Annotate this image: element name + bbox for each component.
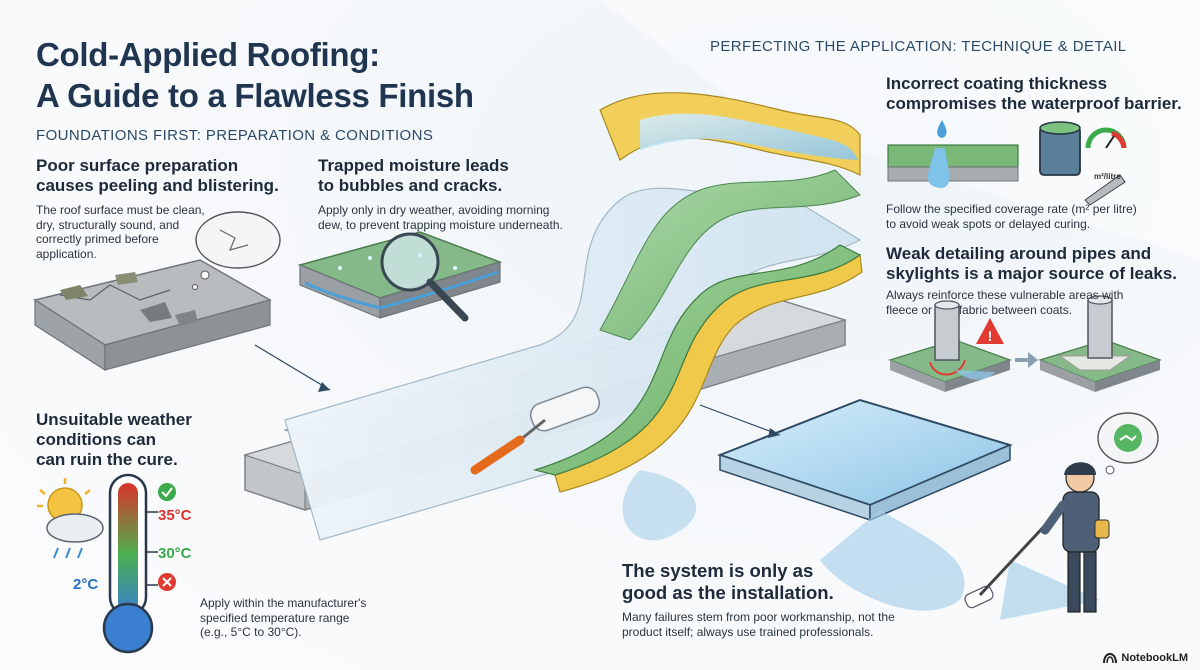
- paint-roller-illustration: [470, 386, 601, 475]
- surface-body-4: application.: [36, 246, 97, 261]
- brand-name: NotebookLM: [1121, 652, 1188, 664]
- weather-body: Apply within the manufacturer's specifie…: [200, 596, 420, 640]
- temp-high-label: 35°C: [158, 507, 192, 524]
- arrow-right-icon: [1015, 352, 1038, 368]
- moisture-heading-2: to bubbles and cracks.: [318, 176, 503, 195]
- green-membrane: [532, 244, 862, 476]
- coating-layer-icon: [887, 120, 1019, 188]
- thermometer-icon: [102, 473, 158, 654]
- temp-low-label: 2°C: [73, 576, 99, 593]
- surface-body-2: dry, structurally sound, and: [36, 217, 180, 232]
- warning-icon: !: [976, 318, 1004, 344]
- notebooklm-logo-icon: [1103, 652, 1118, 664]
- system-body-2: product itself; always use trained profe…: [622, 624, 874, 639]
- surface-body-3: correctly primed before: [36, 232, 159, 246]
- surface-prep-block: Poor surface preparation causes peeling …: [36, 156, 296, 261]
- detailing-body-2: fleece or fabric between coats.: [886, 302, 1073, 317]
- section-title-left: FOUNDATIONS FIRST: PREPARATION & CONDITI…: [36, 127, 434, 144]
- system-body-1: Many failures stem from poor workmanship…: [622, 610, 895, 624]
- detailing-heading-2: skylights is a major source of leaks.: [886, 264, 1178, 283]
- magnifier-icon: [380, 232, 469, 322]
- handshake-bubble-icon: [1097, 412, 1159, 475]
- detailing-body-1: Always reinforce these vulnerable areas …: [886, 288, 1124, 302]
- system-heading-2: good as the installation.: [622, 582, 834, 603]
- weather-heading-1: Unsuitable weather: [36, 410, 192, 429]
- moisture-body-2: dew, to prevent trapping moisture undern…: [318, 217, 563, 232]
- weather-body-2: specified temperature range: [200, 610, 350, 625]
- detailing-heading-1: Weak detailing around pipes and: [886, 244, 1152, 263]
- weather-heading: Unsuitable weather conditions can can ru…: [36, 410, 256, 470]
- thickness-heading: Incorrect coating thickness compromises …: [886, 74, 1186, 114]
- gauge-label: m²/litre: [1094, 172, 1121, 181]
- surface-heading-1: Poor surface preparation: [36, 156, 239, 175]
- section-title-right: PERFECTING THE APPLICATION: TECHNIQUE & …: [710, 38, 1127, 55]
- weather-body-3: (e.g., 5°C to 30°C).: [200, 625, 302, 639]
- thought-bubble-crack: [192, 211, 281, 290]
- title-line-2: A Guide to a Flawless Finish: [36, 77, 474, 114]
- cracked-surface-block: [33, 259, 272, 372]
- surface-body-1: The roof surface must be clean,: [36, 203, 205, 217]
- moisture-block-text: Trapped moisture leads to bubbles and cr…: [318, 156, 598, 232]
- weather-heading-2: conditions can: [36, 430, 156, 449]
- thickness-heading-1: Incorrect coating thickness: [886, 74, 1108, 93]
- worker-illustration: [1040, 462, 1110, 613]
- moisture-heading-1: Trapped moisture leads: [318, 156, 509, 175]
- paint-bucket-icon: [1039, 121, 1126, 206]
- brand-logo: NotebookLM: [1103, 652, 1188, 664]
- system-block: The system is only as good as the instal…: [622, 560, 952, 639]
- weather-body-1: Apply within the manufacturer's: [200, 596, 367, 610]
- pipe-detail-after: [1038, 295, 1162, 392]
- check-icon: [158, 483, 176, 501]
- cross-icon: [158, 573, 176, 591]
- temp-mid-label: 30°C: [158, 545, 192, 562]
- thickness-heading-2: compromises the waterproof barrier.: [886, 94, 1182, 113]
- thickness-body: Follow the specified coverage rate (m² p…: [886, 202, 1186, 231]
- skylight-tray: [622, 398, 1100, 620]
- moisture-body-1: Apply only in dry weather, avoiding morn…: [318, 203, 550, 217]
- thickness-body-2: to avoid weak spots or delayed curing.: [886, 216, 1091, 231]
- gauge-icon: [1085, 127, 1127, 149]
- title-line-1: Cold-Applied Roofing:: [36, 36, 380, 73]
- pipe-detail-before: [888, 300, 1012, 392]
- system-heading-1: The system is only as: [622, 560, 814, 581]
- page-title: Cold-Applied Roofing: A Guide to a Flawl…: [36, 34, 474, 116]
- svg-text:!: !: [988, 328, 993, 344]
- detailing-block: Weak detailing around pipes and skylight…: [886, 244, 1196, 317]
- sun-cloud-icon: [37, 478, 104, 559]
- surface-heading-2: causes peeling and blistering.: [36, 176, 279, 195]
- thickness-body-1: Follow the specified coverage rate (m² p…: [886, 202, 1137, 216]
- weather-heading-3: can ruin the cure.: [36, 450, 178, 469]
